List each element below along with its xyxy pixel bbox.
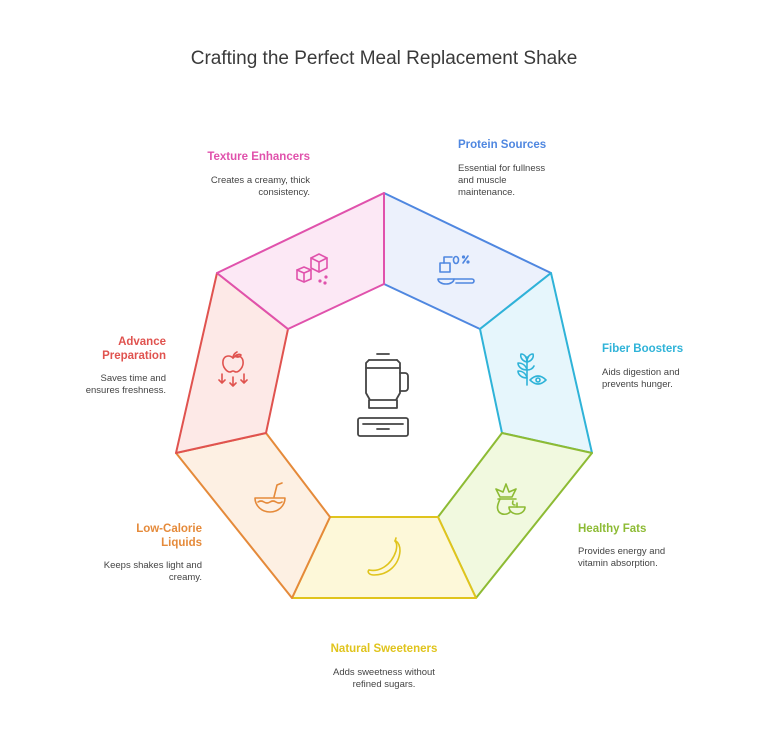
desc-sweeteners: Adds sweetness without refined sugars. <box>333 667 435 690</box>
blender-icon <box>357 353 409 437</box>
protein-scoop-icon <box>437 255 475 285</box>
apple-arrows-icon <box>218 351 248 387</box>
label-liquids: Low-Calorie Liquids <box>136 523 202 549</box>
segment-texture <box>216 192 385 330</box>
ice-cubes-icon <box>296 253 328 285</box>
label-fiber: Fiber Boosters <box>602 343 684 355</box>
desc-fiber: Aids digestion and prevents hunger. <box>602 367 680 390</box>
plant-eye-icon <box>517 353 547 386</box>
desc-fats: Provides energy and vitamin absorption. <box>578 546 666 569</box>
desc-liquids: Keeps shakes light and creamy. <box>103 560 202 583</box>
label-fats: Healthy Fats <box>578 523 647 535</box>
label-sweeteners: Natural Sweeteners <box>330 643 438 655</box>
avocado-icon <box>495 483 526 516</box>
desc-prep: Saves time and ensures freshness. <box>85 373 166 396</box>
label-prep: Advance Preparation <box>102 336 166 362</box>
desc-protein: Essential for fullness and muscle mainte… <box>458 163 546 198</box>
label-texture: Texture Enhancers <box>207 151 310 163</box>
coconut-icon <box>254 482 286 513</box>
banana-icon <box>367 537 401 576</box>
desc-texture: Creates a creamy, thick consistency. <box>210 175 310 198</box>
label-protein: Protein Sources <box>458 139 547 151</box>
page-title: Crafting the Perfect Meal Replacement Sh… <box>190 48 578 69</box>
